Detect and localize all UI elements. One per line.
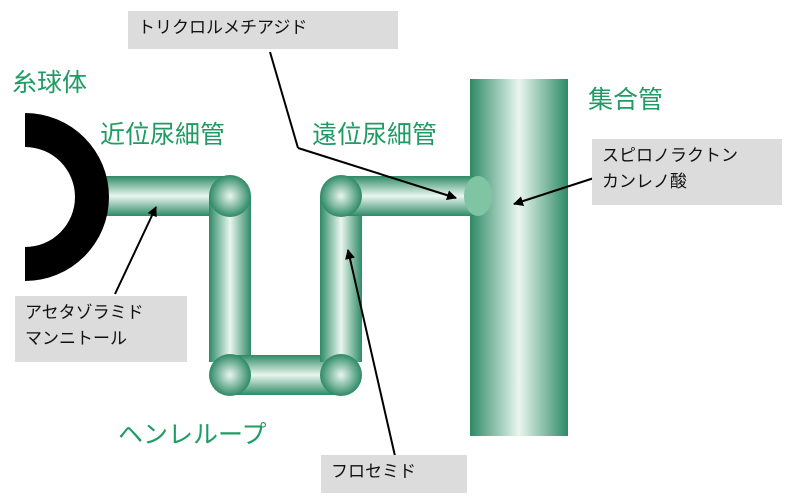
tube-joint [209,354,251,396]
drug-canrenoate: カンレノ酸 [602,172,687,192]
collecting-duct-tube [470,79,568,436]
drug-spironolactone: スピロノラクトン [602,146,738,166]
drug-thiazide: トリクロルメチアジド [138,18,308,38]
arrow-loop [345,249,396,457]
drug-furosemide: フロセミド [331,462,416,482]
label-glomerulus: 糸球体 [12,68,88,97]
tube-joint [464,176,492,216]
drug-mannitol: マンニトール [25,329,127,349]
label-proximal-tubule: 近位尿細管 [100,120,226,149]
tube-joint [209,175,251,217]
label-distal-tubule: 遠位尿細管 [312,120,438,149]
arrow-collecting [513,177,595,206]
glomerulus-capsule [25,113,109,281]
loop-ascending-tube [320,196,362,362]
drug-box-thiazide: トリクロルメチアジド [128,11,398,49]
loop-descending-tube [209,196,251,362]
tube-joint [320,354,362,396]
arrow-proximal [114,206,157,295]
arrow-thiazide [269,51,299,149]
drug-box-loop: フロセミド [321,455,467,493]
tube-joint [320,175,362,217]
drug-acetazolamide: アセタゾラミド [25,303,144,323]
drug-box-collecting: スピロノラクトン カンレノ酸 [592,139,782,205]
label-collecting-duct: 集合管 [588,85,664,114]
drug-box-proximal: アセタゾラミド マンニトール [15,296,187,362]
label-loop-of-henle: ヘンレループ [118,420,267,449]
arrow-thiazide [297,147,457,201]
